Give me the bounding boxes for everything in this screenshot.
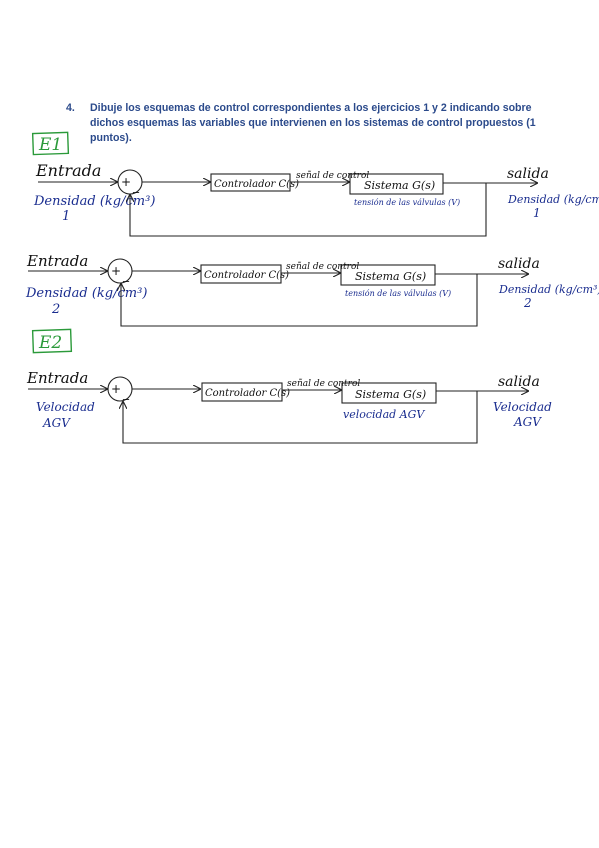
sum-minus-sign: _ bbox=[122, 386, 130, 400]
block-diagram-2: Entrada Densidad (kg/cm³) 2 + _ Controla… bbox=[25, 252, 599, 327]
output-label: salida bbox=[507, 166, 549, 182]
input-subscript: 1 bbox=[62, 209, 70, 224]
system-variable: tensión de las válvulas (V) bbox=[354, 198, 460, 207]
controller-block bbox=[201, 382, 283, 402]
block-diagram-3: Entrada Velocidad AGV + _ Controlador C(… bbox=[26, 369, 552, 444]
input-variable: Densidad (kg/cm³) bbox=[25, 286, 147, 301]
input-variable: Densidad (kg/cm³) bbox=[33, 194, 155, 209]
system-block bbox=[340, 264, 436, 286]
section-tag-e1-label: E1 bbox=[38, 135, 62, 155]
input-subscript: 2 bbox=[51, 302, 60, 317]
controller-label: Controlador C(s) bbox=[205, 388, 290, 399]
feedback-loop bbox=[123, 391, 478, 444]
control-signal-label: señal de control bbox=[296, 171, 369, 181]
feedback-loop bbox=[121, 274, 478, 327]
block-diagram-1: Entrada Densidad (kg/cm³) 1 + _ Controla… bbox=[33, 161, 599, 237]
input-label: Entrada bbox=[26, 252, 88, 270]
sum-minus-sign: _ bbox=[122, 268, 130, 282]
output-subscript: 1 bbox=[533, 206, 541, 220]
question-number: 4. bbox=[66, 102, 75, 114]
section-tag-e2-label: E2 bbox=[38, 333, 62, 353]
question-4: 4. Dibuje los esquemas de control corres… bbox=[66, 101, 546, 146]
controller-block bbox=[200, 264, 282, 284]
sum-plus-sign: + bbox=[111, 264, 121, 278]
sum-minus-sign: _ bbox=[132, 179, 140, 193]
sum-plus-sign: + bbox=[121, 175, 131, 189]
system-label: Sistema G(s) bbox=[364, 179, 435, 192]
question-text: Dibuje los esquemas de control correspon… bbox=[90, 102, 536, 144]
input-label: Entrada bbox=[35, 161, 101, 180]
section-tag-e2: E2 bbox=[31, 328, 73, 354]
system-variable: tensión de las válvulas (V) bbox=[345, 289, 451, 298]
output-label: salida bbox=[498, 256, 540, 272]
feedback-loop bbox=[130, 183, 487, 237]
output-variable: Densidad (kg/cm³) bbox=[507, 193, 599, 206]
controller-label: Controlador C(s) bbox=[214, 179, 299, 190]
output-label: salida bbox=[498, 374, 540, 390]
controller-label: Controlador C(s) bbox=[204, 270, 289, 281]
output-subscript: 2 bbox=[523, 296, 532, 310]
control-signal-label: señal de control bbox=[287, 379, 360, 389]
system-variable: velocidad AGV bbox=[343, 408, 425, 421]
input-variable: Velocidad bbox=[36, 400, 95, 414]
input-subscript: AGV bbox=[42, 416, 71, 430]
system-block bbox=[341, 382, 437, 404]
sum-plus-sign: + bbox=[111, 382, 121, 396]
system-label: Sistema G(s) bbox=[355, 270, 426, 283]
system-block bbox=[349, 173, 444, 195]
output-variable: Velocidad bbox=[493, 400, 552, 414]
control-signal-label: señal de control bbox=[286, 262, 359, 272]
section-tag-e1: E1 bbox=[31, 131, 70, 156]
output-subscript: AGV bbox=[513, 415, 542, 429]
output-variable: Densidad (kg/cm³) bbox=[498, 283, 599, 296]
system-label: Sistema G(s) bbox=[355, 388, 426, 401]
input-label: Entrada bbox=[26, 369, 88, 387]
